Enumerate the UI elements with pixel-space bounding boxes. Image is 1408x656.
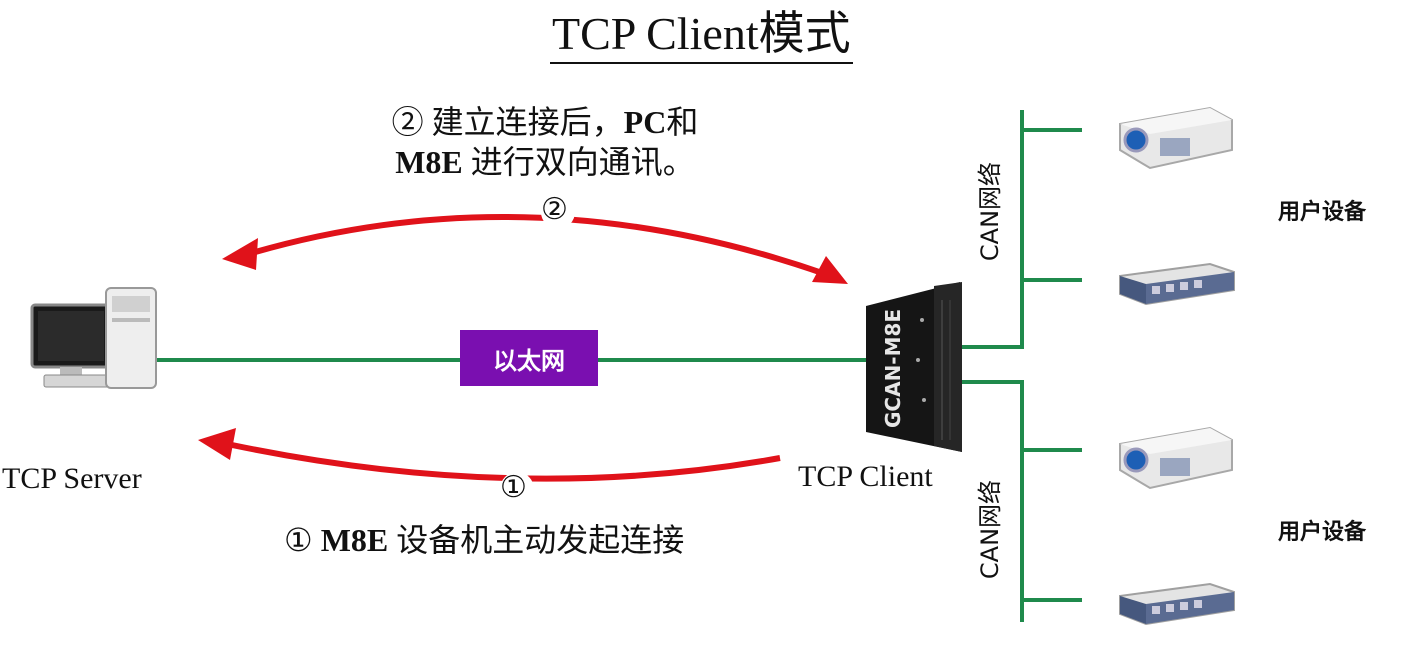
ethernet-label: 以太网 bbox=[460, 330, 598, 386]
tcp-client-label: TCP Client bbox=[798, 460, 933, 493]
can-network-top bbox=[962, 110, 1082, 349]
projector-icon bbox=[1119, 106, 1233, 170]
network-switch-icon bbox=[1119, 582, 1235, 626]
projector-icon bbox=[1119, 426, 1233, 490]
step1-circle bbox=[500, 472, 534, 506]
step2-marker: ② bbox=[541, 193, 568, 226]
can-network-bottom bbox=[962, 380, 1082, 622]
step2-line1-prefix: ② 建立连接后， bbox=[391, 104, 624, 140]
computer-icon bbox=[30, 287, 157, 389]
user-device-bottom-label: 用户设备 bbox=[1278, 520, 1367, 545]
device-label: GCAN-M8E bbox=[881, 309, 905, 428]
user-device-top-label: 用户设备 bbox=[1278, 200, 1367, 225]
step1-marker: ① bbox=[500, 471, 527, 504]
bidirectional-arrow bbox=[244, 213, 829, 278]
arrowhead-left-bottom bbox=[198, 428, 236, 460]
step2-line2-bold: M8E bbox=[395, 144, 463, 180]
tcp-server-label: TCP Server bbox=[2, 462, 142, 495]
step1-note: ① M8E 设备机主动发起连接 bbox=[284, 520, 684, 560]
step2-line2-suffix: 进行双向通讯。 bbox=[462, 144, 695, 180]
step1-bold: M8E bbox=[320, 522, 389, 558]
step1-suffix: 设备机主动发起连接 bbox=[388, 522, 685, 558]
step2-line1-bold: PC bbox=[623, 104, 667, 140]
step1-prefix: ① bbox=[284, 522, 321, 558]
arrowhead-left-top bbox=[222, 238, 258, 270]
network-switch-icon bbox=[1119, 262, 1235, 306]
arrowhead-right-top bbox=[812, 256, 848, 284]
page-title: TCP Client模式 bbox=[550, 6, 853, 64]
step2-note: ② 建立连接后，PC和 M8E 进行双向通讯。 bbox=[340, 102, 750, 182]
step2-circle bbox=[541, 195, 575, 229]
gcan-m8e-device bbox=[866, 282, 962, 452]
can-network-top-label: CAN网络 bbox=[976, 161, 1005, 262]
can-network-bottom-label: CAN网络 bbox=[976, 479, 1005, 580]
step2-line1-suffix: 和 bbox=[666, 104, 699, 140]
